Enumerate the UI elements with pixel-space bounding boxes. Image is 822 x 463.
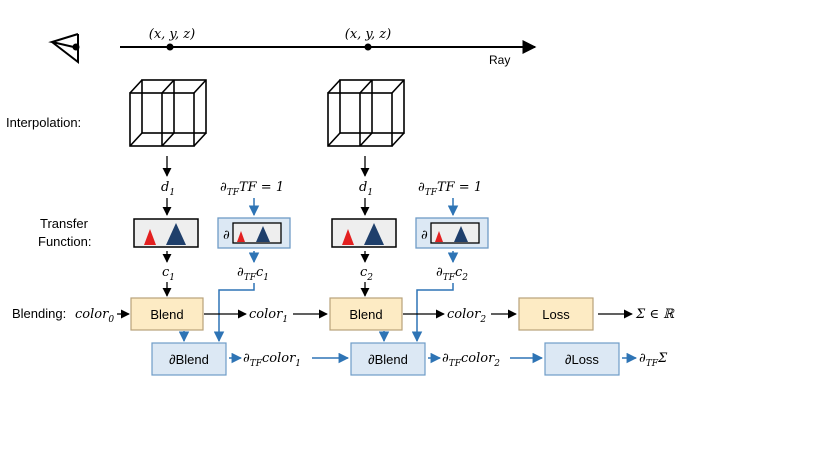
row-label-transfer-1: Transfer [40, 216, 89, 231]
label-color0: color0 [75, 307, 114, 325]
label-dtf-c2: ∂TFc2 [436, 265, 468, 283]
dblend-box-2: ∂Blend [350, 342, 426, 376]
voxel-cube-1 [129, 79, 207, 147]
ray-label: Ray [489, 53, 510, 67]
ray-sample-point-2 [364, 43, 372, 51]
dloss-box: ∂Loss [544, 342, 620, 376]
dtf-box-1: ∂ [217, 217, 291, 249]
dloss-box-label: ∂Loss [565, 352, 599, 367]
label-sum-real: Σ ∈ ℝ [635, 307, 675, 322]
label-dtf-sum: ∂TFΣ [639, 351, 668, 369]
label-d1-left: d1 [161, 180, 175, 198]
dblend-box-2-label: ∂Blend [368, 352, 408, 367]
transfer-function-1 [133, 218, 199, 248]
ray-sample-point-1 [166, 43, 174, 51]
label-c2: c2 [360, 265, 373, 283]
label-dtf-c1: ∂TFc1 [237, 265, 269, 283]
dtf-box-2: ∂ [415, 217, 489, 249]
row-label-transfer-2: Function: [38, 234, 91, 249]
blend-box-2: Blend [329, 297, 403, 331]
blend-box-1: Blend [130, 297, 204, 331]
voxel-cube-2 [327, 79, 405, 147]
loss-box: Loss [518, 297, 594, 331]
label-dtf-tf-eq-1-left: ∂TFTF = 1 [220, 180, 284, 198]
row-label-blending: Blending: [12, 306, 66, 321]
label-d1-right: d1 [359, 180, 373, 198]
label-color1: color1 [249, 307, 288, 325]
label-dtf-tf-eq-1-right: ∂TFTF = 1 [418, 180, 482, 198]
label-dtf-color2: ∂TFcolor2 [442, 351, 500, 369]
ray-point-label-1: (x, y, z) [149, 27, 195, 42]
dtf-box-2-partial: ∂ [421, 228, 428, 243]
transfer-function-2 [331, 218, 397, 248]
eye-icon [48, 33, 80, 65]
arrow-dc2-dblend2 [411, 283, 454, 343]
arrow-dc1-dblend1 [213, 283, 255, 343]
label-c1: c1 [162, 265, 175, 283]
blend-box-1-label: Blend [150, 307, 183, 322]
dtf-box-1-partial: ∂ [223, 228, 230, 243]
blend-box-2-label: Blend [349, 307, 382, 322]
dblend-box-1-label: ∂Blend [169, 352, 209, 367]
ray-point-label-2: (x, y, z) [345, 27, 391, 42]
label-color2: color2 [447, 307, 486, 325]
row-label-interpolation: Interpolation: [6, 115, 81, 130]
label-dtf-color1: ∂TFcolor1 [243, 351, 301, 369]
loss-box-label: Loss [542, 307, 570, 322]
dblend-box-1: ∂Blend [151, 342, 227, 376]
